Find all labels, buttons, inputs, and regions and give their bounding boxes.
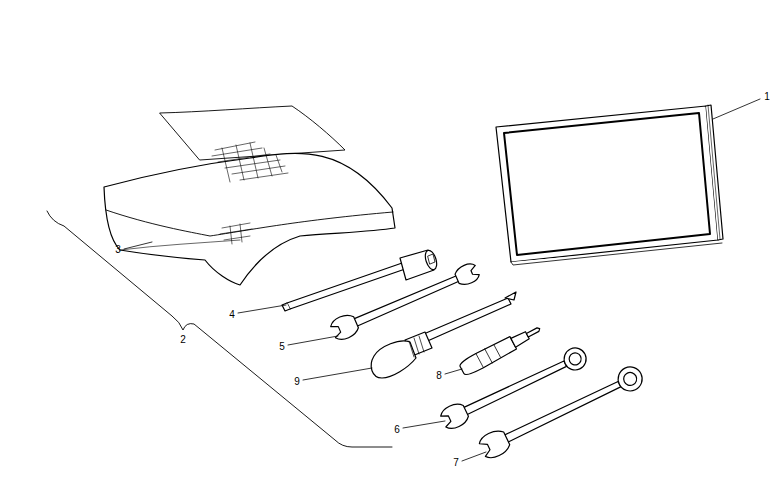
manual-book — [496, 105, 723, 265]
callout-number: 7 — [453, 458, 459, 468]
callout-number: 5 — [279, 342, 285, 352]
combination-wrench — [438, 344, 589, 432]
callout-number: 8 — [436, 371, 442, 381]
callout-number: 3 — [115, 245, 121, 255]
group-bracket — [47, 211, 392, 447]
leader-lines — [124, 99, 760, 461]
combination-wrench — [477, 363, 646, 461]
bit-driver — [458, 322, 543, 377]
callout-number: 4 — [229, 310, 235, 320]
callout-number: 1 — [764, 92, 770, 102]
tool-pouch — [104, 106, 395, 285]
callout-number: 9 — [294, 377, 300, 387]
open-end-wrench — [329, 260, 482, 343]
socket-wrench — [282, 249, 439, 311]
callout-number: 6 — [394, 425, 400, 435]
callout-number: 2 — [180, 335, 186, 345]
screwdriver — [371, 292, 516, 378]
